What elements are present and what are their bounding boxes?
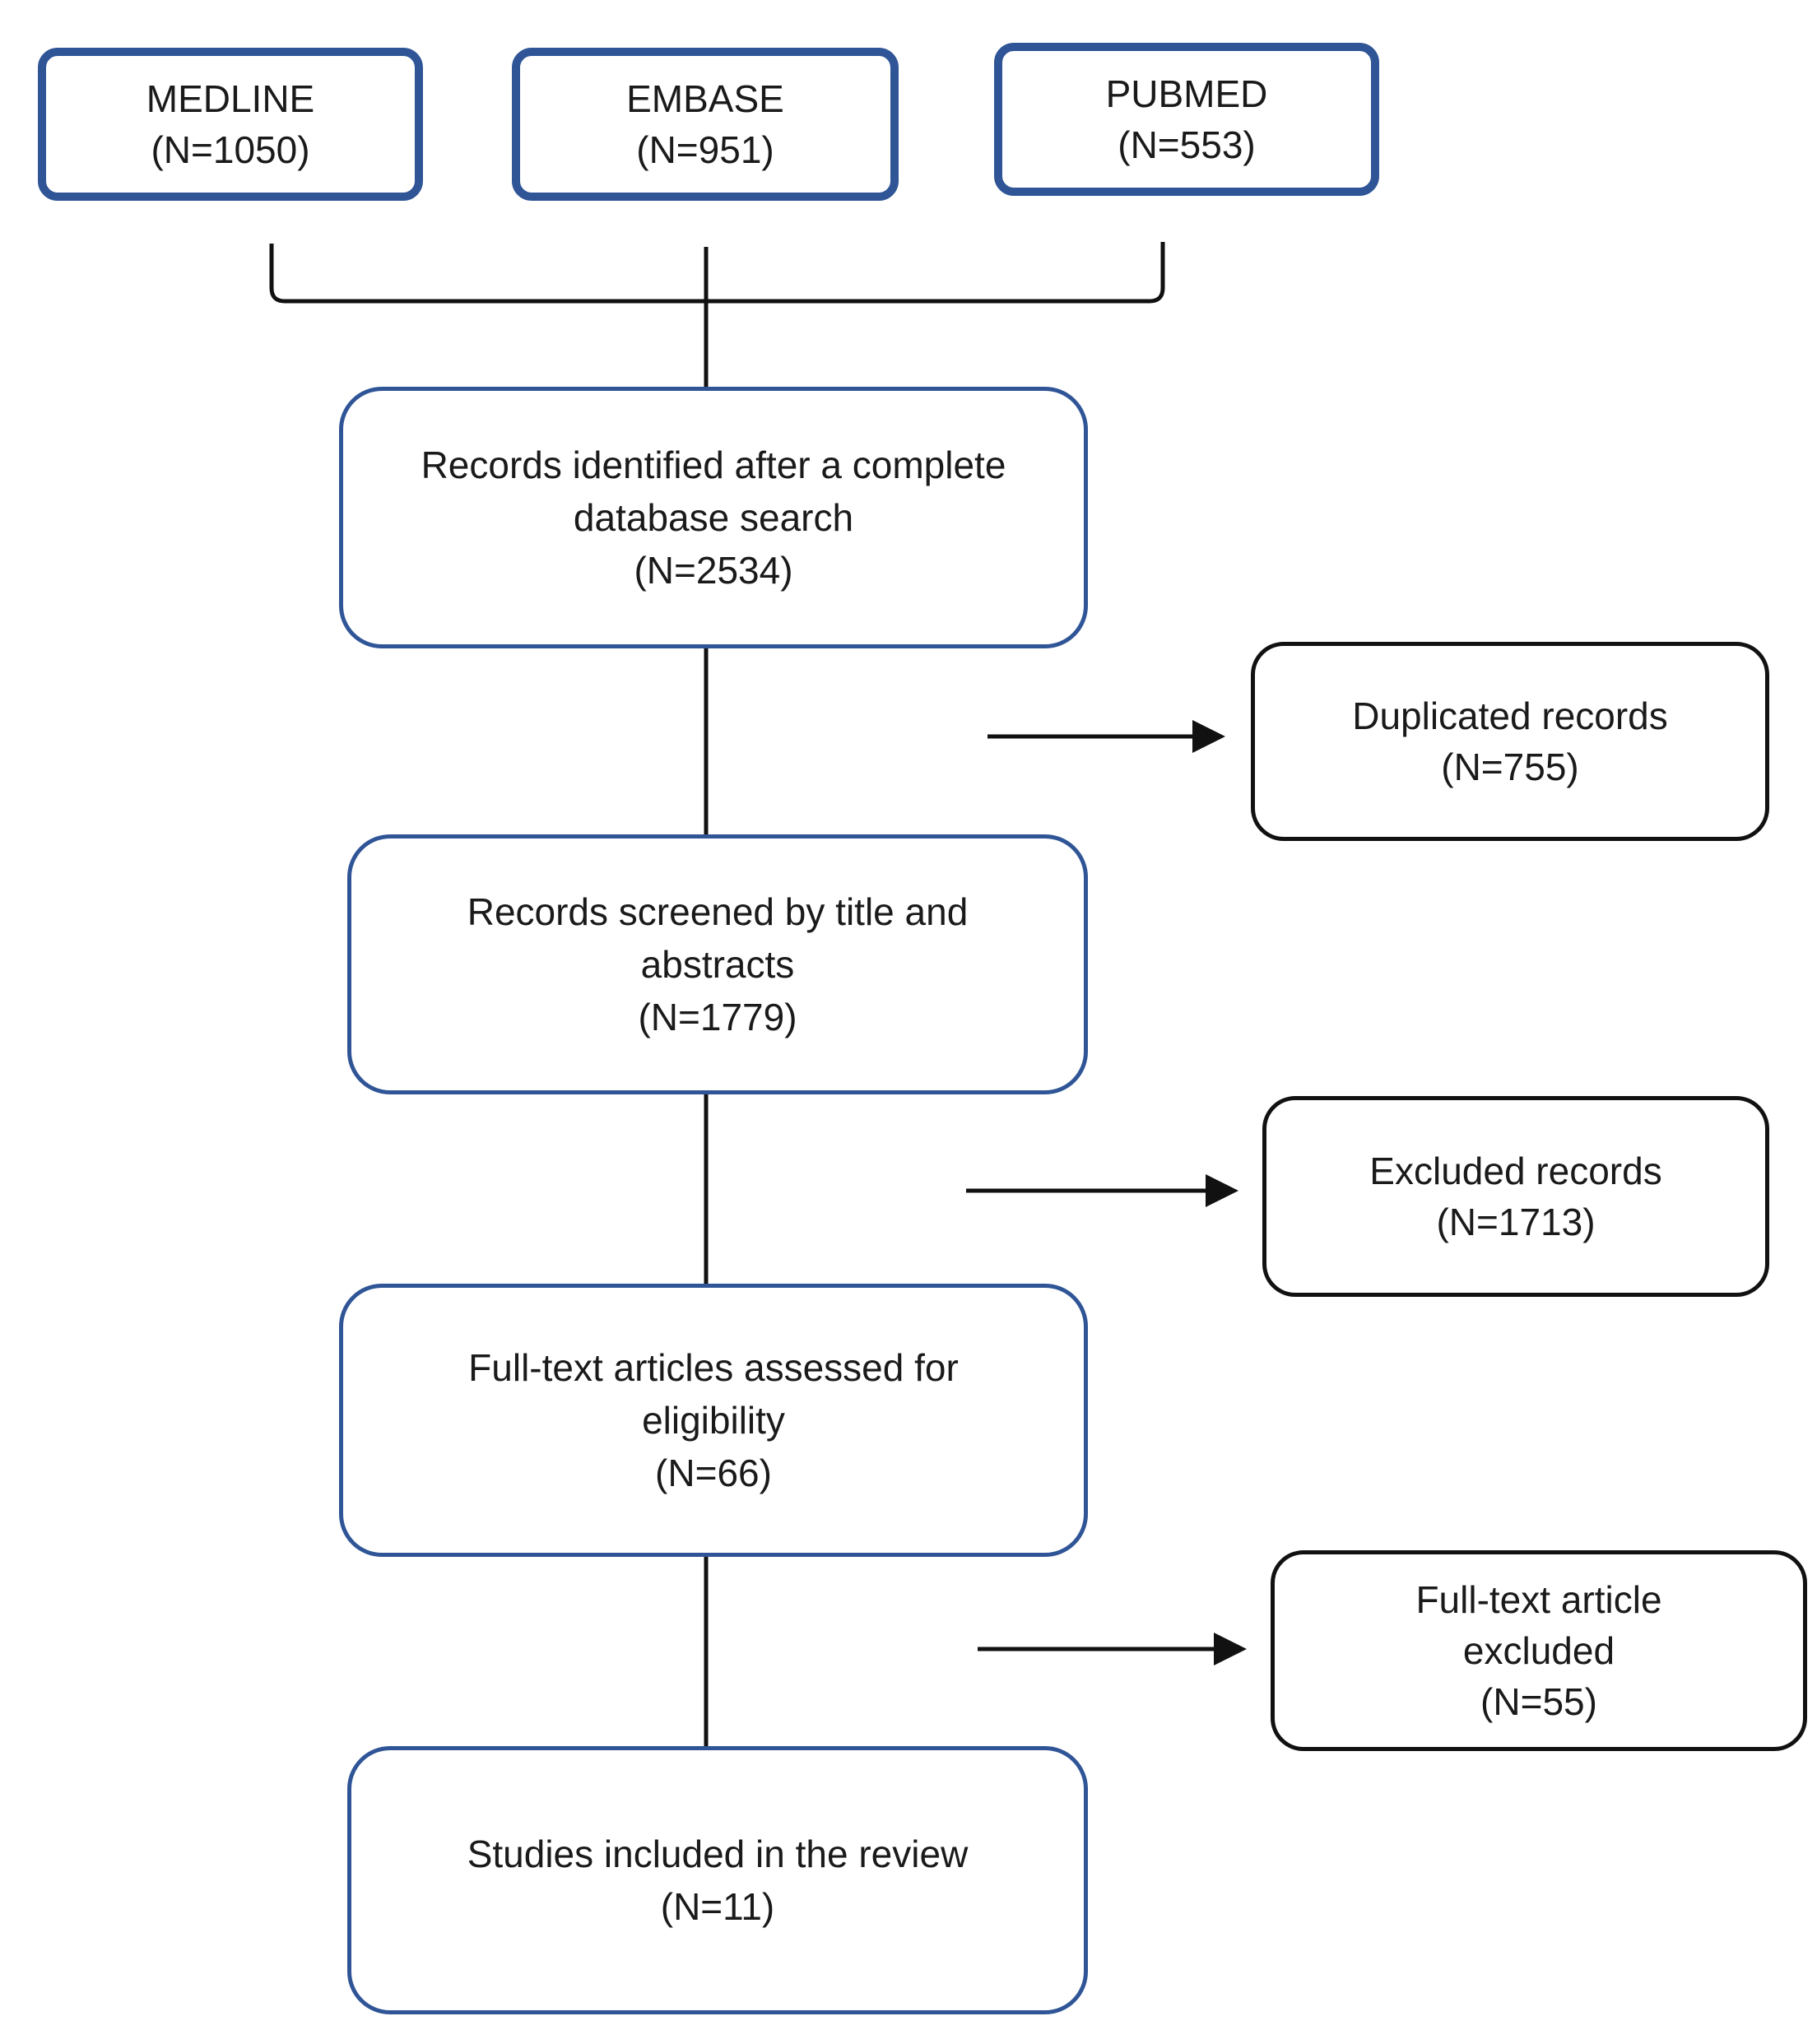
fulltext-line2: eligibility bbox=[642, 1399, 785, 1442]
duplicates-count: (N=755) bbox=[1441, 746, 1579, 788]
identified-count: (N=2534) bbox=[634, 549, 793, 592]
medline-count: (N=1050) bbox=[151, 128, 310, 171]
screened-line2: abstracts bbox=[640, 943, 795, 986]
fulltext-line1: Full-text articles assessed for bbox=[468, 1346, 959, 1389]
included-count: (N=11) bbox=[660, 1885, 775, 1928]
included-box: Studies included in the review (N=11) bbox=[347, 1746, 1088, 2014]
fulltext-excluded-line1: Full-text article bbox=[1415, 1578, 1662, 1621]
pubmed-label: PUBMED bbox=[1105, 72, 1268, 115]
fulltext-excluded-line2: excluded bbox=[1462, 1629, 1615, 1672]
pubmed-box: PUBMED (N=553) bbox=[994, 43, 1379, 196]
excluded-count: (N=1713) bbox=[1436, 1201, 1596, 1243]
excluded-line1: Excluded records bbox=[1369, 1150, 1662, 1192]
duplicates-box: Duplicated records (N=755) bbox=[1251, 642, 1769, 841]
medline-box: MEDLINE (N=1050) bbox=[38, 48, 423, 201]
fulltext-box: Full-text articles assessed for eligibil… bbox=[339, 1284, 1088, 1557]
embase-label: EMBASE bbox=[626, 77, 784, 120]
screened-line1: Records screened by title and bbox=[467, 890, 969, 933]
medline-label: MEDLINE bbox=[146, 77, 315, 120]
included-line1: Studies included in the review bbox=[467, 1833, 969, 1875]
pubmed-count: (N=553) bbox=[1118, 123, 1256, 166]
duplicates-line1: Duplicated records bbox=[1352, 694, 1668, 737]
identified-box: Records identified after a complete data… bbox=[339, 387, 1088, 648]
identified-line1: Records identified after a complete bbox=[421, 444, 1006, 486]
embase-box: EMBASE (N=951) bbox=[512, 48, 899, 201]
excluded-box: Excluded records (N=1713) bbox=[1262, 1096, 1769, 1297]
fulltext-excluded-count: (N=55) bbox=[1480, 1680, 1597, 1723]
screened-count: (N=1779) bbox=[638, 996, 797, 1038]
screened-box: Records screened by title and abstracts … bbox=[347, 834, 1088, 1094]
source-bracket bbox=[269, 242, 1165, 304]
identified-line2: database search bbox=[573, 496, 854, 539]
fulltext-count: (N=66) bbox=[655, 1452, 772, 1494]
fulltext-excluded-box: Full-text article excluded (N=55) bbox=[1271, 1550, 1807, 1751]
embase-count: (N=951) bbox=[636, 128, 774, 171]
